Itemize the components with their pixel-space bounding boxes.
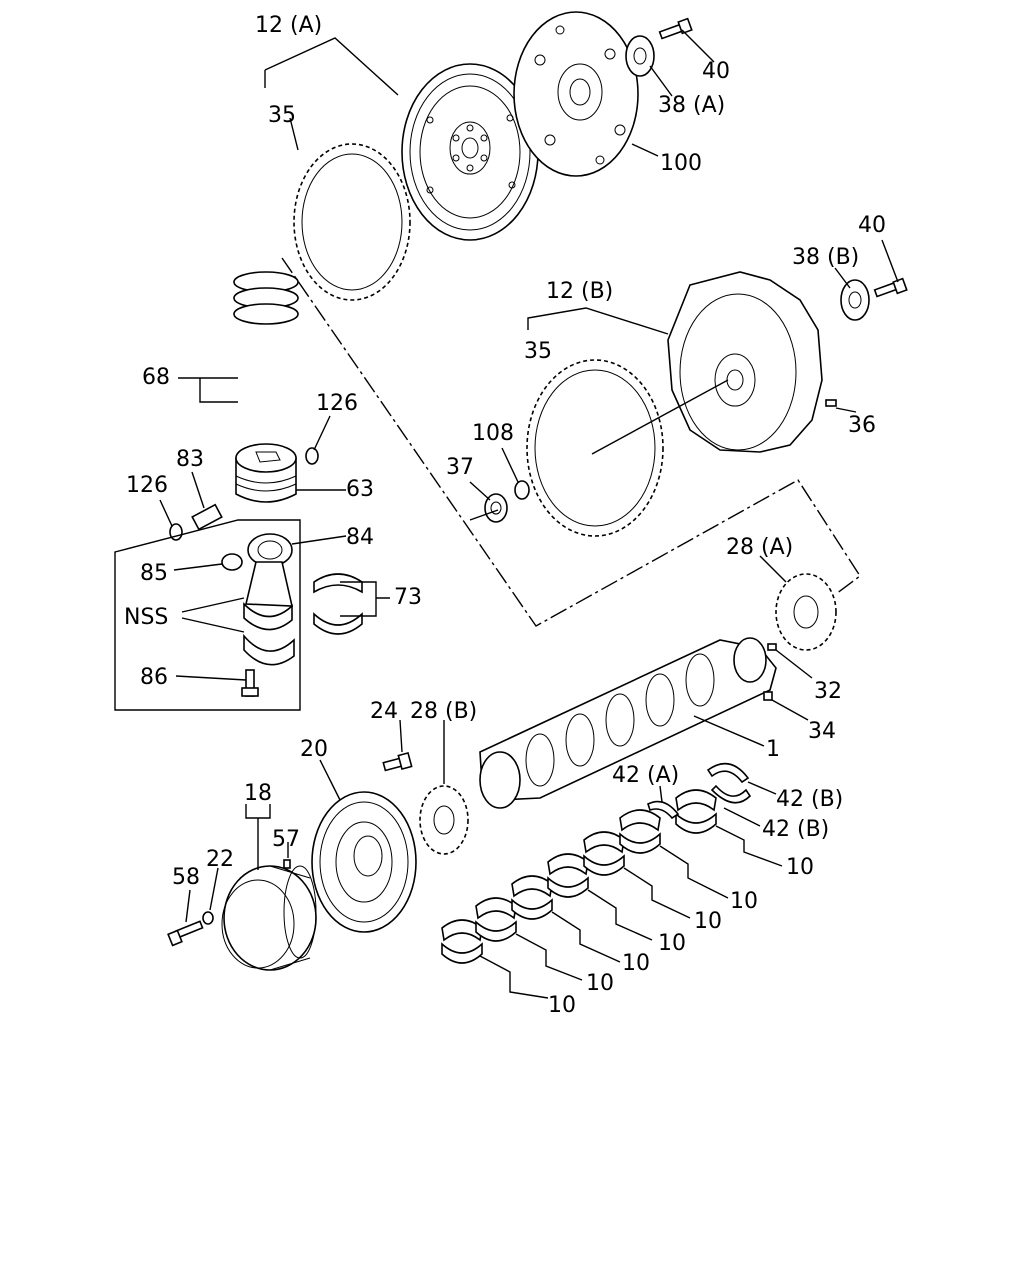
label-20: 20 <box>300 737 328 762</box>
label-42b-lower: 42 (B) <box>762 817 829 842</box>
label-37: 37 <box>446 455 474 480</box>
leader-lines <box>159 29 899 999</box>
label-10-7: 10 <box>548 993 576 1018</box>
label-126-bottom: 126 <box>126 473 168 498</box>
label-34: 34 <box>808 719 836 744</box>
rod-cap <box>243 633 295 666</box>
crank-pulley-20 <box>311 791 417 933</box>
connecting-rod-box <box>114 519 301 711</box>
crank-gear-28b <box>419 785 469 855</box>
label-100: 100 <box>660 151 702 176</box>
label-58: 58 <box>172 865 200 890</box>
label-35a: 35 <box>268 103 296 128</box>
snap-ring-108 <box>514 480 530 500</box>
label-10-4: 10 <box>658 931 686 956</box>
label-83: 83 <box>176 447 204 472</box>
thrust-washers-42b <box>706 762 752 804</box>
piston-63 <box>235 443 297 503</box>
label-1: 1 <box>766 737 780 762</box>
label-12b: 12 (B) <box>546 279 613 304</box>
label-42b-upper: 42 (B) <box>776 787 843 812</box>
label-35b: 35 <box>524 339 552 364</box>
label-18: 18 <box>244 781 272 806</box>
label-73: 73 <box>394 585 422 610</box>
key-57 <box>283 859 291 869</box>
crankshaft-1 <box>479 637 777 809</box>
label-40a: 40 <box>702 59 730 84</box>
pin-34 <box>763 691 773 701</box>
snap-ring-126-top <box>305 447 319 465</box>
rod-bolt-86 <box>241 669 259 697</box>
label-22: 22 <box>206 847 234 872</box>
label-10-2: 10 <box>730 889 758 914</box>
label-nss: NSS <box>124 605 168 630</box>
part-labels: 12 (A) 35 40 38 (A) 100 40 38 (B) 12 (B)… <box>124 13 886 1018</box>
rod-bearings-73 <box>313 573 363 635</box>
label-63: 63 <box>346 477 374 502</box>
bolt-40-a <box>658 17 693 40</box>
damper-18 <box>221 865 317 971</box>
washer-22 <box>202 911 214 925</box>
ring-gear-a <box>293 143 411 301</box>
main-bearings-10 <box>441 789 717 964</box>
label-57: 57 <box>272 827 300 852</box>
ring-gear-b <box>526 359 664 537</box>
label-86: 86 <box>140 665 168 690</box>
label-28b: 28 (B) <box>410 699 477 724</box>
label-85: 85 <box>140 561 168 586</box>
label-36: 36 <box>848 413 876 438</box>
reinforcement-plate-b <box>840 279 870 321</box>
label-68: 68 <box>142 365 170 390</box>
dowel-pin-36 <box>825 399 837 407</box>
label-108: 108 <box>472 421 514 446</box>
thrust-washer-42a <box>647 800 680 820</box>
label-10-3: 10 <box>694 909 722 934</box>
bearing-37 <box>484 493 508 523</box>
bolt-24 <box>382 751 413 772</box>
reinforcement-plate-a <box>625 35 655 77</box>
label-10-1: 10 <box>786 855 814 880</box>
label-84: 84 <box>346 525 374 550</box>
flywheel-b <box>667 271 823 453</box>
bolt-58 <box>167 920 204 947</box>
label-10-6: 10 <box>586 971 614 996</box>
bushing-85 <box>221 553 243 571</box>
label-28a: 28 (A) <box>726 535 793 560</box>
label-40b: 40 <box>858 213 886 238</box>
label-10-5: 10 <box>622 951 650 976</box>
label-32: 32 <box>814 679 842 704</box>
connecting-rod-84 <box>243 533 294 631</box>
label-126-top: 126 <box>316 391 358 416</box>
bolt-40-b <box>873 277 908 298</box>
label-24: 24 <box>370 699 398 724</box>
piston-pin-83 <box>191 503 223 531</box>
label-38b: 38 (B) <box>792 245 859 270</box>
piston-rings-68 <box>233 271 299 325</box>
flex-plate <box>513 11 639 177</box>
label-12a: 12 (A) <box>255 13 322 38</box>
key-32 <box>767 643 777 651</box>
label-38a: 38 (A) <box>658 93 725 118</box>
crank-gear-28a <box>775 573 837 651</box>
label-42a: 42 (A) <box>612 763 679 788</box>
